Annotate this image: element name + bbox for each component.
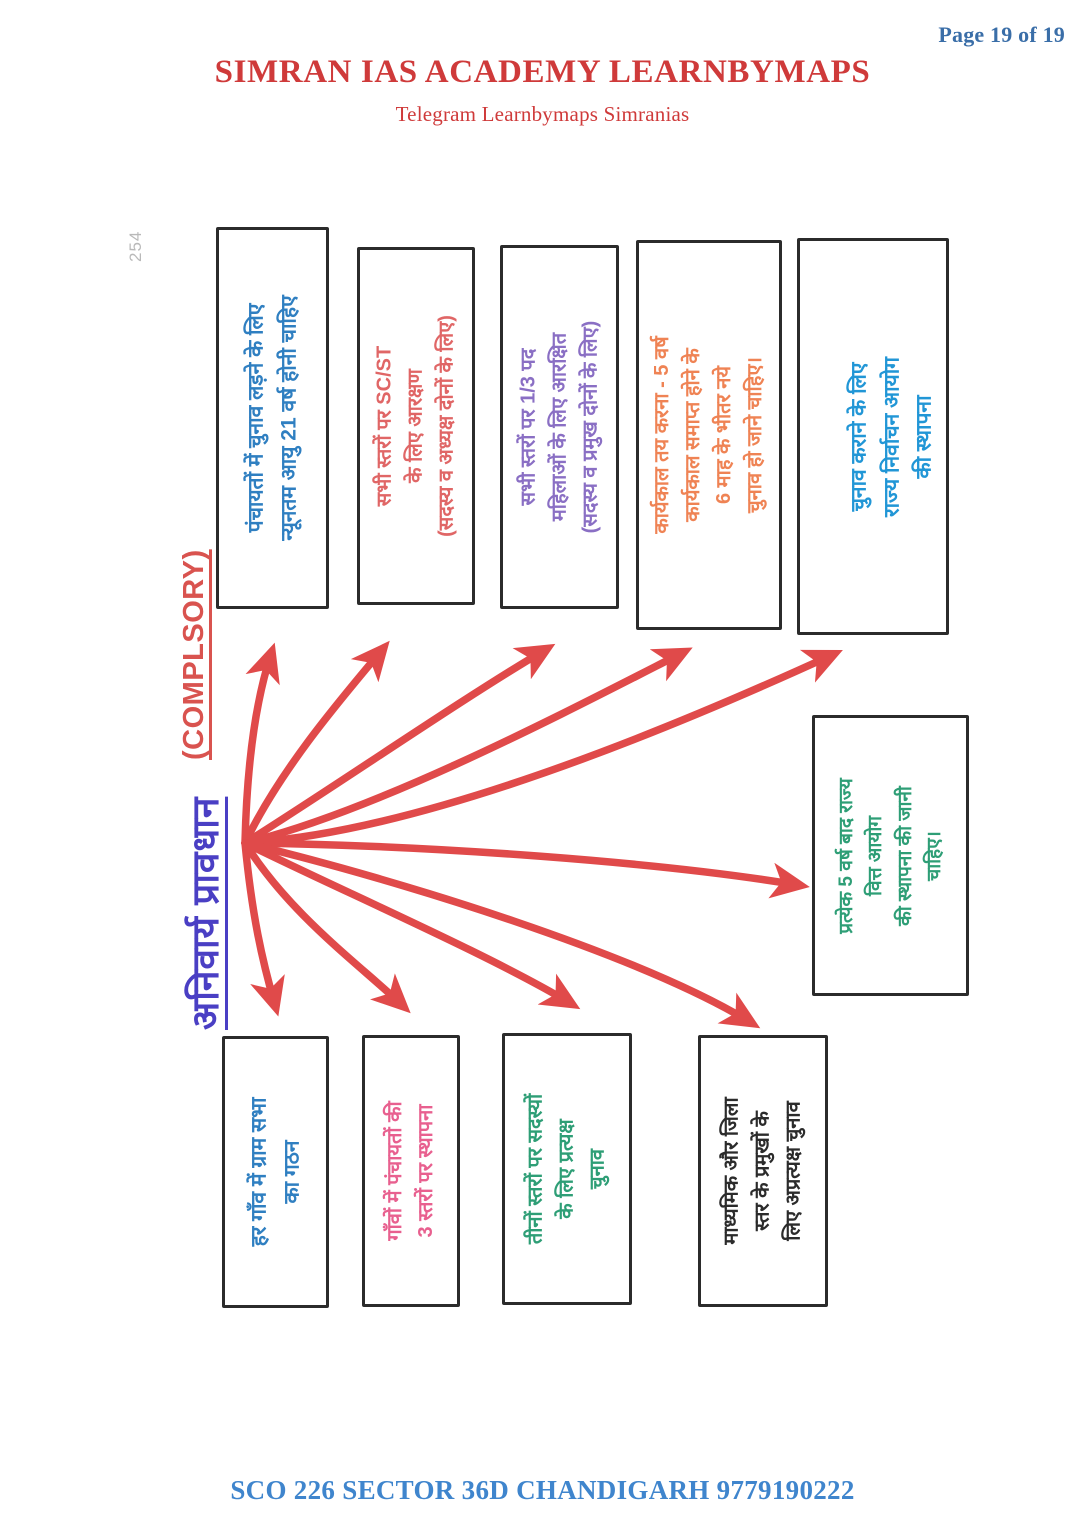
note-box-gram-sabha: हर गाँव में ग्राम सभा का गठन <box>222 1036 329 1308</box>
note-box-text: सभी स्तरों पर SC/ST के लिए आरक्षण (सदस्य व… <box>370 315 463 537</box>
academy-subtitle: Telegram Learnbymaps Simranias <box>395 102 690 126</box>
note-box-indirect-election-heads: माध्यमिक और जिला स्तर के प्रमुखों के लिए अ… <box>698 1035 828 1307</box>
note-box-text: तीनों स्तरों पर सदस्यों के लिए प्रत्यक्ष च… <box>521 1094 614 1244</box>
note-box-three-tier-panchayat: गाँवों में पंचायतों की 3 स्तरों पर स्थापन… <box>362 1035 460 1307</box>
note-line: 3 स्तरों पर स्थापना <box>415 1104 437 1238</box>
note-box-direct-election-members: तीनों स्तरों पर सदस्यों के लिए प्रत्यक्ष च… <box>502 1033 632 1305</box>
note-line: प्रत्येक 5 वर्ष बाद राज्य <box>835 777 857 934</box>
note-line: चुनाव हो जाने चाहिए। <box>744 357 766 514</box>
arrow-to-box-2 <box>241 640 390 847</box>
note-line: सभी स्तरों पर SC/ST <box>373 345 396 507</box>
note-line: की स्थापना <box>912 394 936 479</box>
note-line: के लिए आरक्षण <box>404 369 427 483</box>
note-box-state-election-commission: चुनाव कराने के लिए राज्य निर्वाचन आयोग की … <box>797 238 949 635</box>
note-box-text: कार्यकाल तय करना - 5 वर्ष कार्यकाल समाप्त… <box>647 336 771 533</box>
note-line: सभी स्तरों पर 1/3 पद <box>517 348 539 506</box>
note-line: लिए अप्रत्यक्ष चुनाव <box>782 1101 805 1241</box>
note-line: स्तर के प्रमुखों के <box>751 1111 774 1231</box>
note-line: कार्यकाल तय करना - 5 वर्ष <box>651 336 673 534</box>
note-line: माध्यमिक और जिला <box>720 1097 743 1245</box>
arrow-to-box-4 <box>241 647 693 847</box>
note-box-sc-st-reservation: सभी स्तरों पर SC/ST के लिए आरक्षण (सदस्य व… <box>357 247 475 605</box>
academy-title: SIMRAN IAS ACADEMY LEARNBYMAPS <box>214 54 871 90</box>
scan-margin-page-number: 254 <box>126 230 145 262</box>
central-heading-english: (COMPLSORY) <box>178 549 210 760</box>
note-line: तीनों स्तरों पर सदस्यों <box>524 1093 547 1245</box>
note-box-text: पंचायतों में चुनाव लड़ने के लिए न्यूनतम आ… <box>240 295 305 540</box>
note-line: चाहिए। <box>923 830 945 881</box>
note-line: कार्यकाल समाप्त होने के <box>682 348 704 522</box>
note-line: के लिए प्रत्यक्ष <box>555 1119 578 1219</box>
page-indicator: Page 19 of 19 <box>938 22 1065 47</box>
note-box-women-reservation: सभी स्तरों पर 1/3 पद महिलाओं के लिए आरक्ष… <box>500 245 619 609</box>
note-line: का गठन <box>279 1140 303 1204</box>
arrow-to-box-7 <box>241 839 285 1017</box>
arrow-to-box-6 <box>241 839 810 899</box>
arrow-to-box-1 <box>241 642 280 847</box>
note-line: (सदस्य व प्रमुख दोनों के लिए) <box>579 320 601 534</box>
note-line: वित्त आयोग <box>865 815 887 896</box>
arrow-to-box-8 <box>241 839 411 1014</box>
note-line: राज्य निर्वाचन आयोग <box>879 356 903 517</box>
note-box-text: गाँवों में पंचायतों की 3 स्तरों पर स्थापन… <box>380 1101 442 1240</box>
note-box-text: सभी स्तरों पर 1/3 पद महिलाओं के लिए आरक्ष… <box>513 321 606 534</box>
arrow-to-box-3 <box>241 643 556 847</box>
note-line: चुनाव <box>586 1148 609 1190</box>
note-box-min-age: पंचायतों में चुनाव लड़ने के लिए न्यूनतम आ… <box>216 227 329 609</box>
note-line: (सदस्य व अध्यक्ष दोनों के लिए) <box>435 315 458 537</box>
note-line: चुनाव कराने के लिए <box>847 362 871 511</box>
arrow-to-box-9 <box>241 839 581 1010</box>
note-box-text: प्रत्येक 5 वर्ष बाद राज्य वित्त आयोग की स्… <box>832 778 950 934</box>
note-box-term-five-years: कार्यकाल तय करना - 5 वर्ष कार्यकाल समाप्त… <box>636 240 782 630</box>
footer-contact: SCO 226 SECTOR 36D CHANDIGARH 9779190222 <box>230 1475 855 1505</box>
note-box-text: हर गाँव में ग्राम सभा का गठन <box>243 1098 308 1247</box>
note-box-state-finance-commission: प्रत्येक 5 वर्ष बाद राज्य वित्त आयोग की स्… <box>812 715 969 996</box>
note-line: महिलाओं के लिए आरक्षित <box>548 332 570 522</box>
note-line: गाँवों में पंचायतों की <box>384 1101 406 1241</box>
arrow-to-box-5 <box>241 649 843 847</box>
central-heading-hindi: अनिवार्य प्रावधान <box>185 796 226 1030</box>
note-line: 6 माह के भीतर नये <box>713 366 735 504</box>
note-line: की स्थापना की जानी <box>894 785 916 926</box>
note-line: न्यूनतम आयु 21 वर्ष होनी चाहिए <box>276 295 300 541</box>
note-line: पंचायतों में चुनाव लड़ने के लिए <box>243 303 267 533</box>
note-box-text: चुनाव कराने के लिए राज्य निर्वाचन आयोग की … <box>843 357 941 517</box>
arrow-to-box-10 <box>241 839 761 1029</box>
note-line: हर गाँव में ग्राम सभा <box>246 1097 270 1247</box>
note-box-text: माध्यमिक और जिला स्तर के प्रमुखों के लिए अ… <box>717 1097 810 1244</box>
